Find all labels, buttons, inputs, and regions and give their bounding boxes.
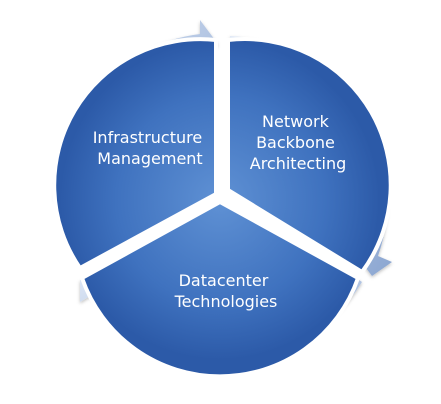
label-datacenter-technologies: Datacenter Technologies: [174, 271, 278, 311]
label-line: Architecting: [250, 154, 346, 173]
segment-datacenter-technologies: [79, 199, 361, 379]
label-infrastructure-management: Infrastructure Management: [93, 128, 208, 168]
segment-network-backbone: [226, 37, 393, 275]
label-line: Infrastructure: [93, 128, 202, 147]
label-line: Management: [97, 149, 202, 168]
cycle-segments: [52, 37, 393, 379]
label-line: Network: [262, 112, 330, 131]
label-line: Backbone: [256, 133, 335, 152]
segment-infrastructure-management: [52, 37, 218, 271]
label-network-backbone: Network Backbone Architecting: [250, 112, 346, 173]
label-line: Datacenter: [179, 271, 269, 290]
label-line: Technologies: [174, 292, 278, 311]
